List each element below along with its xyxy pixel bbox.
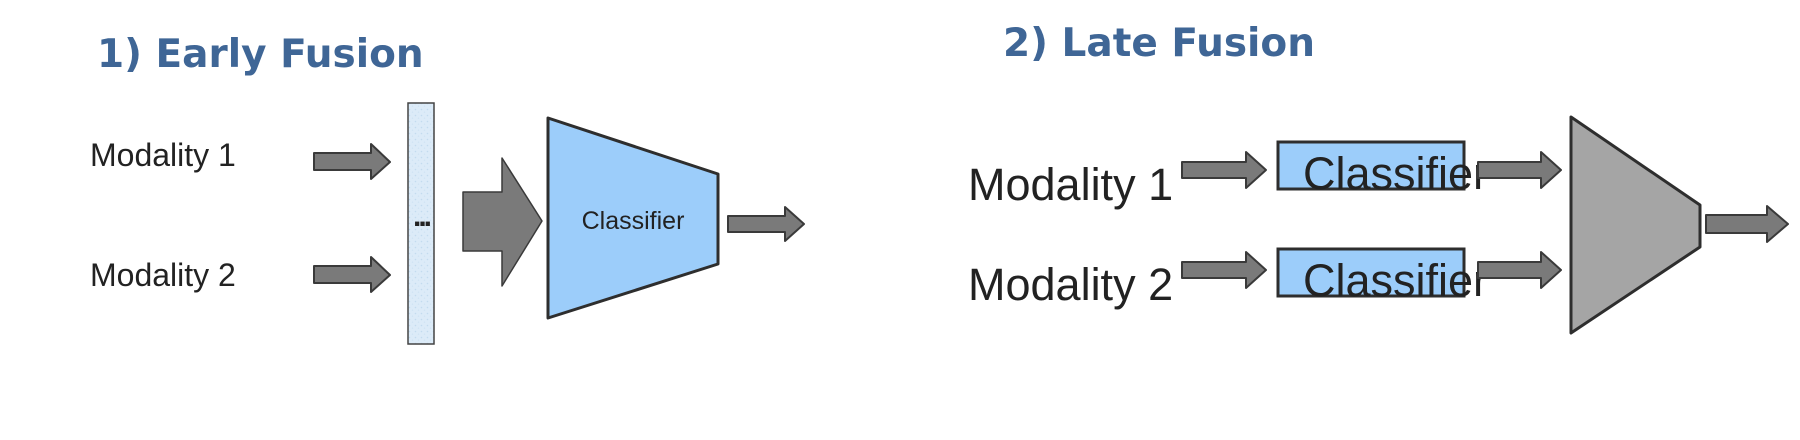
late-classifier-2-arrow	[1477, 251, 1562, 289]
concat-dots: ...	[413, 200, 431, 233]
late-classifier-2-box	[1276, 247, 1466, 298]
early-fusion-title: 1) Early Fusion	[97, 32, 424, 77]
late-classifier-2-label: Classifier	[1303, 255, 1488, 306]
late-modality-2-label: Modality 2	[968, 259, 1173, 310]
late-output-arrow	[1705, 205, 1789, 243]
early-fusion-big-arrow	[462, 157, 543, 287]
late-modality-1-label: Modality 1	[968, 159, 1173, 210]
early-classifier-shape	[546, 116, 720, 320]
late-fusion-panel: 2) Late Fusion Modality 1 Modality 2 Cla…	[968, 21, 1789, 335]
early-modality-2-arrow	[313, 256, 391, 293]
early-modality-1-arrow	[313, 143, 391, 180]
late-fusion-title: 2) Late Fusion	[1003, 21, 1315, 66]
late-classifier-1-arrow	[1477, 151, 1562, 189]
early-classifier-label: Classifier	[582, 207, 685, 235]
early-output-arrow	[727, 206, 805, 242]
late-classifier-1-box	[1276, 140, 1466, 191]
late-modality-1-arrow	[1181, 151, 1267, 189]
late-modality-2-arrow	[1181, 251, 1267, 289]
early-modality-1-label: Modality 1	[90, 137, 236, 173]
concatenated-feature-bar	[407, 102, 435, 345]
late-classifier-1-label: Classifier	[1303, 148, 1488, 199]
late-fusion-block	[1569, 115, 1702, 335]
early-fusion-panel: 1) Early Fusion Modality 1 Modality 2 ..…	[90, 32, 805, 345]
early-modality-2-label: Modality 2	[90, 257, 236, 293]
